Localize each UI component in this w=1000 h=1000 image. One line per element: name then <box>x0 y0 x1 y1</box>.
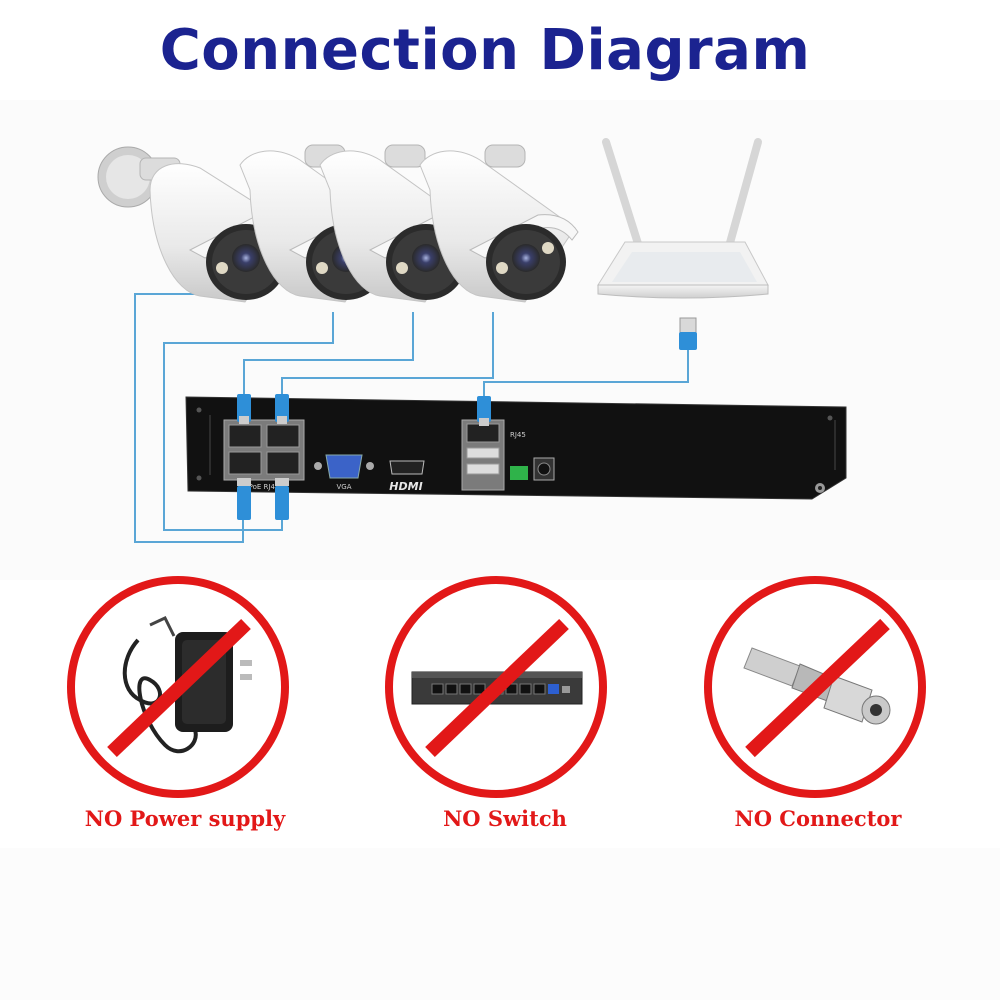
page-title: Connection Diagram <box>159 18 811 83</box>
hdmi-label: HDMI <box>389 480 422 493</box>
nvr-recorder: PoE RJ45 VGA HDMI RJ45 <box>185 396 847 500</box>
dc-power-port <box>533 457 555 481</box>
lan-usb-ports: RJ45 <box>461 419 526 491</box>
no-power-supply-label: NO Power supply <box>84 806 286 831</box>
lower-background <box>0 848 1000 1000</box>
poe-ports-label: PoE RJ45 <box>249 483 280 491</box>
cable-camera-3 <box>243 312 414 396</box>
rj45-plug-lan <box>477 396 491 426</box>
no-connector-label: NO Connector <box>734 806 902 831</box>
no-switch-sign <box>385 576 607 798</box>
cable-camera-4 <box>281 312 494 396</box>
cable-camera-2 <box>163 312 334 531</box>
no-connector-sign <box>704 576 926 798</box>
alarm-terminal <box>510 466 528 480</box>
cable-camera-1 <box>134 293 244 543</box>
antenna-right <box>724 138 762 254</box>
rj45-plug-router <box>679 317 697 350</box>
vga-port: VGA <box>314 454 374 491</box>
ethernet-cables <box>134 293 689 543</box>
no-power-supply-sign <box>67 576 289 798</box>
rj45-plug-bottom-left <box>237 478 251 520</box>
rj45-plugs-nvr <box>237 394 491 520</box>
no-switch-label: NO Switch <box>443 806 567 831</box>
wifi-router <box>597 138 769 299</box>
hdmi-port: HDMI <box>389 460 425 493</box>
camera-4 <box>419 144 579 303</box>
cable-router <box>483 350 689 398</box>
vga-label: VGA <box>336 483 351 491</box>
poe-ports: PoE RJ45 <box>223 419 305 491</box>
rj45-plug-top-right <box>275 394 289 424</box>
rj45-plug-top-left <box>237 394 251 424</box>
antenna-left <box>602 138 644 254</box>
rj45-label: RJ45 <box>510 431 526 439</box>
rj45-plug-bottom-right <box>275 478 289 520</box>
